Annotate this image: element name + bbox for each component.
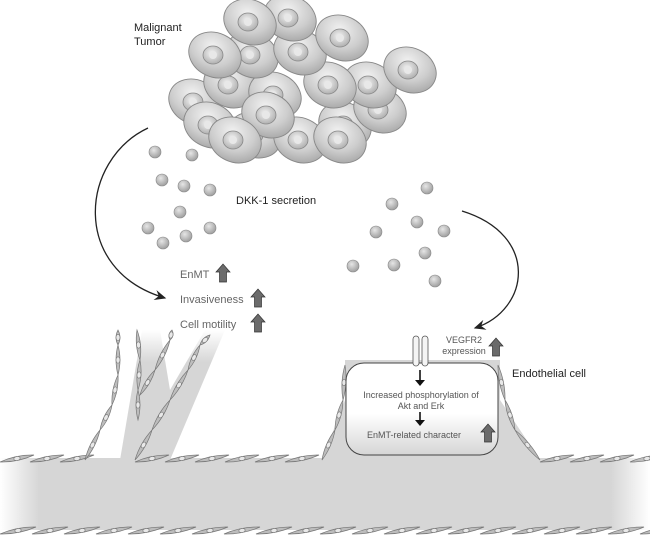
vegfr2-label-line1: VEGFR2 [446,335,482,345]
dkk1-particle [149,146,161,158]
endothelial-cell-label: Endothelial cell [512,368,586,380]
endothelial-spindle-cell [112,375,118,405]
dkk1-particle [180,230,192,242]
dkk1-particle [347,260,359,272]
up-arrow-icon [251,289,265,307]
tumor-label-line2: Tumor [134,36,166,48]
vegfr2-label-line2: expression [442,346,486,356]
dkk1-particle [142,222,154,234]
enmt-character-label: EnMT-related character [367,430,461,440]
effect-cell-motility: Cell motility [180,319,237,331]
dkk1-particle [174,206,186,218]
dkk1-particle [156,174,168,186]
endothelial-spindle-cell [116,330,120,345]
tumor-label-line1: Malignant [134,22,182,34]
phosphorylation-label-line2: Akt and Erk [398,401,445,411]
dkk1-particle [421,182,433,194]
endothelial-spindle-cell [136,330,141,360]
blood-vessel [0,330,650,530]
dkk1-particle [388,259,400,271]
right-curved-arrow [462,211,518,328]
dkk1-particle [204,222,216,234]
malignant-tumor-cluster [161,0,444,171]
endothelial-spindle-cell [168,330,173,340]
dkk1-particle [429,275,441,287]
dkk1-secretion-label: DKK-1 secretion [236,195,316,207]
dkk1-particle [438,225,450,237]
dkk1-particle [411,216,423,228]
dkk1-particles [142,146,450,287]
endothelial-spindle-cell [116,345,120,375]
up-arrow-icon [489,338,503,356]
effect-enmt: EnMT [180,269,210,281]
dkk1-particle [186,149,198,161]
endothelial-spindle-cell [100,405,112,430]
effect-invasiveness: Invasiveness [180,294,244,306]
dkk1-particle [178,180,190,192]
dkk1-particle [386,198,398,210]
up-arrow-icon [251,314,265,332]
dkk1-particle [370,226,382,238]
dkk1-particle [204,184,216,196]
dkk1-particle [157,237,169,249]
up-arrow-icon [216,264,230,282]
phosphorylation-label-line1: Increased phosphorylation of [363,390,479,400]
dkk1-particle [419,247,431,259]
